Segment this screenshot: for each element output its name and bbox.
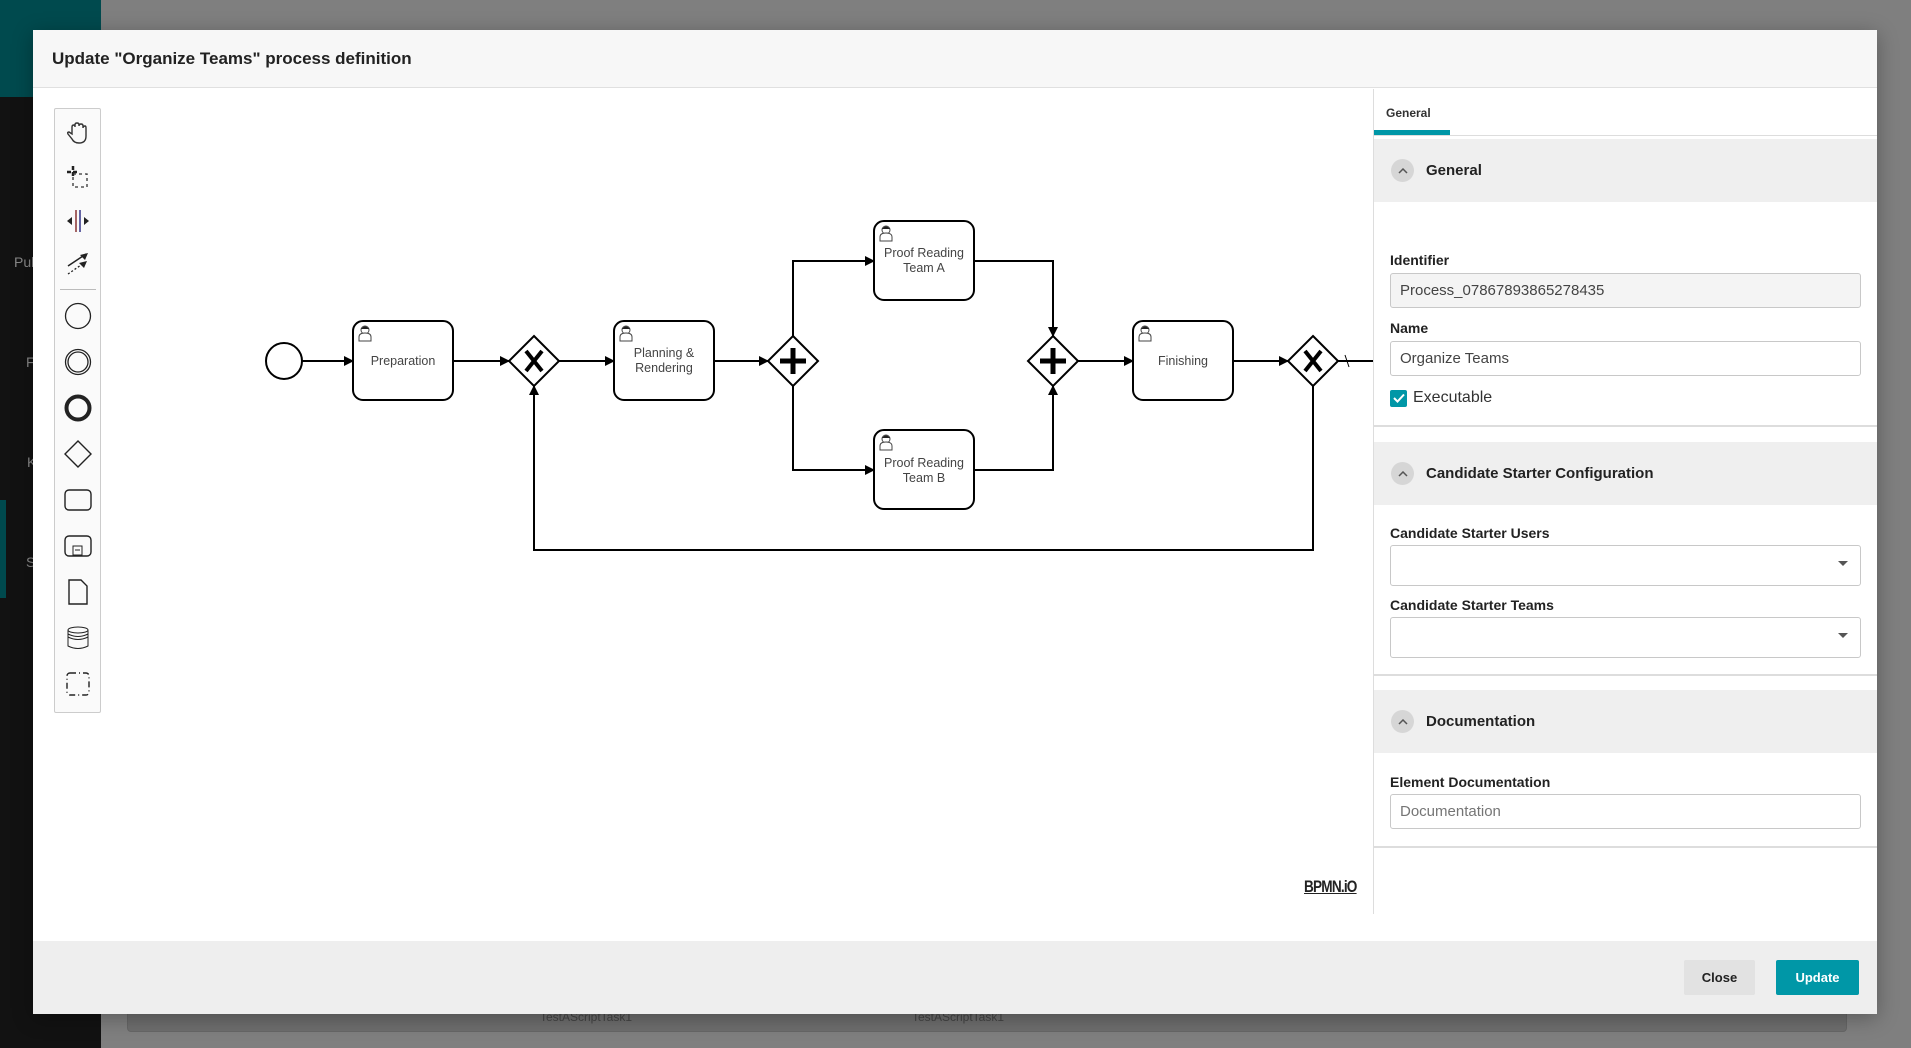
task-label: Preparation [371, 354, 436, 368]
task-preparation[interactable]: Preparation [352, 320, 454, 401]
dialog-title: Update "Organize Teams" process definiti… [52, 49, 412, 68]
section-title: Documentation [1426, 713, 1536, 730]
close-button[interactable]: Close [1684, 960, 1755, 995]
start-event[interactable] [265, 342, 303, 380]
space-tool-icon[interactable] [55, 201, 100, 241]
task-proof-reading-team-a[interactable]: Proof Reading Team A [873, 220, 975, 301]
dropdown-caret-icon [1838, 561, 1848, 566]
checkmark-icon[interactable] [1390, 389, 1407, 407]
bpmn-io-logo[interactable]: BPMN.iO [1304, 877, 1357, 896]
sequence-flows [302, 256, 1373, 551]
task-label: Team B [903, 471, 945, 485]
bpmn-canvas[interactable]: Preparation Planning & Rendering Proof R… [33, 89, 1373, 941]
section-header-general[interactable]: General [1374, 139, 1877, 202]
task-label: Proof Reading [884, 456, 964, 470]
parallel-gateway-join[interactable] [1026, 334, 1080, 388]
section-header-candidate-starter[interactable]: Candidate Starter Configuration [1374, 442, 1877, 505]
candidate-starter-teams-select[interactable] [1390, 617, 1861, 658]
tool-palette [54, 108, 101, 713]
section-title: Candidate Starter Configuration [1426, 465, 1654, 482]
identifier-input[interactable] [1390, 273, 1861, 308]
lasso-tool-icon[interactable] [55, 157, 100, 197]
section-divider [1374, 846, 1877, 848]
bg-sidebar-text: Pub [14, 254, 39, 270]
section-divider [1374, 425, 1877, 427]
start-event-icon[interactable] [55, 296, 100, 336]
data-store-icon[interactable] [55, 618, 100, 658]
tab-general[interactable]: General [1374, 89, 1450, 135]
chevron-up-icon[interactable] [1391, 710, 1414, 733]
bg-sidebar-text: K [27, 454, 37, 470]
section-divider [1374, 674, 1877, 676]
end-event-icon[interactable] [55, 388, 100, 428]
chevron-up-icon[interactable] [1391, 159, 1414, 182]
exclusive-gateway[interactable] [507, 334, 561, 388]
name-input[interactable] [1390, 341, 1861, 376]
task-proof-reading-team-b[interactable]: Proof Reading Team B [873, 429, 975, 510]
task-label: Planning & [634, 346, 695, 360]
dialog-header: Update "Organize Teams" process definiti… [33, 30, 1877, 88]
dialog-footer [33, 941, 1877, 1014]
executable-label: Executable [1413, 389, 1493, 406]
element-documentation-label: Element Documentation [1390, 774, 1551, 790]
candidate-starter-users-select[interactable] [1390, 545, 1861, 586]
task-label: Rendering [635, 361, 693, 375]
global-connect-tool-icon[interactable] [55, 243, 100, 283]
task-label: Finishing [1158, 354, 1208, 368]
section-header-documentation[interactable]: Documentation [1374, 690, 1877, 753]
data-object-icon[interactable] [55, 572, 100, 612]
exclusive-gateway[interactable] [1286, 334, 1340, 388]
properties-panel: General General Identifier Name Executab… [1373, 89, 1877, 914]
subprocess-icon[interactable] [55, 526, 100, 566]
gateway-icon[interactable] [55, 434, 100, 474]
name-label: Name [1390, 320, 1429, 336]
dropdown-caret-icon [1838, 633, 1848, 638]
parallel-gateway-split[interactable] [766, 334, 820, 388]
executable-checkbox[interactable]: Executable [1390, 389, 1492, 407]
tab-divider [1374, 135, 1877, 136]
candidate-starter-teams-label: Candidate Starter Teams [1390, 597, 1554, 613]
update-button[interactable]: Update [1776, 960, 1859, 995]
intermediate-event-icon[interactable] [55, 342, 100, 382]
identifier-label: Identifier [1390, 252, 1450, 268]
palette-separator [60, 289, 96, 290]
task-label: Proof Reading [884, 246, 964, 260]
section-title: General [1426, 162, 1482, 179]
element-documentation-input[interactable] [1390, 794, 1861, 829]
task-label: Team A [903, 261, 945, 275]
chevron-up-icon[interactable] [1391, 462, 1414, 485]
bg-sidebar-text: F [26, 354, 35, 370]
process-definition-dialog: Update "Organize Teams" process definiti… [33, 30, 1877, 1014]
candidate-starter-users-label: Candidate Starter Users [1390, 525, 1550, 541]
bg-sidebar-text: S [26, 554, 36, 570]
task-finishing[interactable]: Finishing [1132, 320, 1234, 401]
task-planning-rendering[interactable]: Planning & Rendering [613, 320, 715, 401]
hand-tool-icon[interactable] [55, 113, 100, 153]
group-icon[interactable] [55, 664, 100, 704]
background-sidebar-active [0, 500, 6, 598]
task-icon[interactable] [55, 480, 100, 520]
